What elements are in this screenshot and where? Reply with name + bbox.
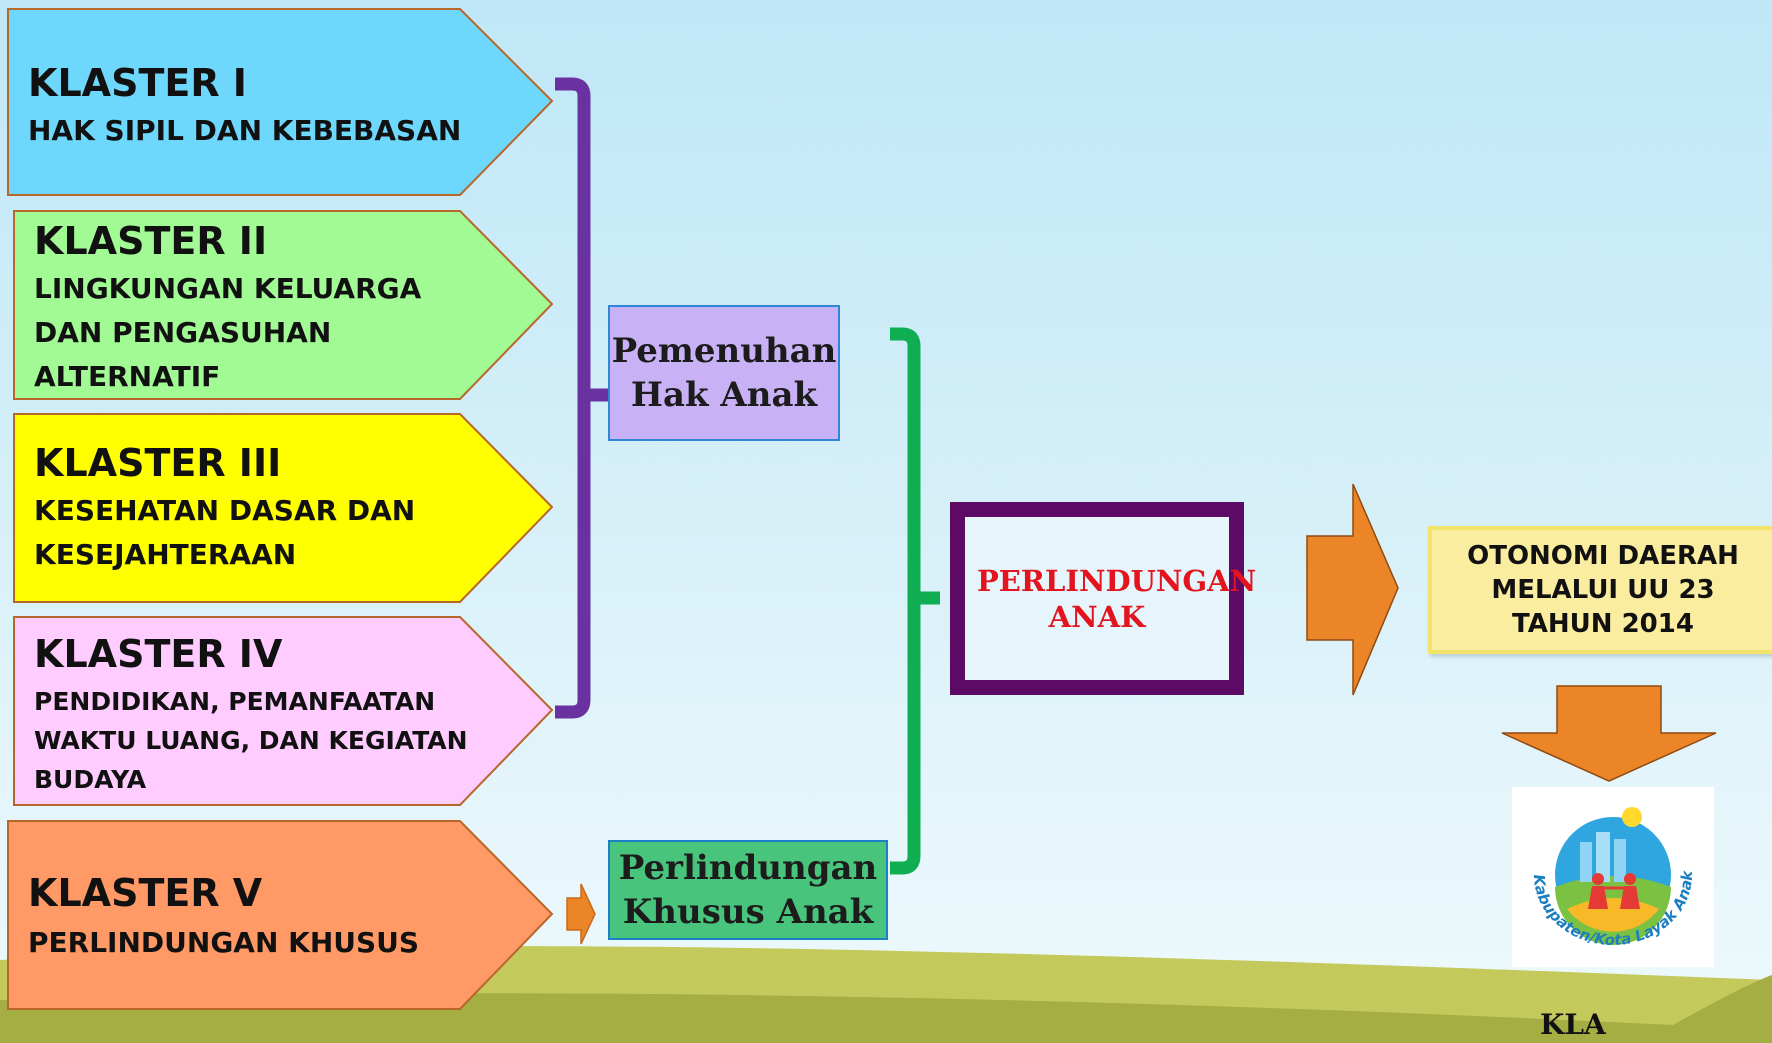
pentagon-shape <box>7 820 554 1010</box>
cluster-title: KLASTER IV <box>34 632 283 676</box>
cluster-title: KLASTER II <box>34 219 268 263</box>
cluster-2: KLASTER II LINGKUNGAN KELUARGA DAN PENGA… <box>0 210 560 400</box>
cluster-3: KLASTER III KESEHATAN DASAR DAN KESEJAHT… <box>0 413 560 603</box>
pemenuhan-hak-anak-box: Pemenuhan Hak Anak <box>608 305 840 441</box>
green-bracket <box>890 327 921 875</box>
right-arrow-icon <box>1306 483 1399 696</box>
small-arrow-icon <box>566 883 596 945</box>
cluster-subtitle: HAK SIPIL DAN KEBEBASAN <box>28 114 462 147</box>
pentagon-shape <box>13 210 554 400</box>
cluster-subtitle: LINGKUNGAN KELUARGA DAN PENGASUHAN ALTER… <box>34 272 422 393</box>
cluster-title: KLASTER III <box>34 441 282 485</box>
pentagon-shape <box>7 8 554 196</box>
perlindungan-khusus-anak-box: Perlindungan Khusus Anak <box>608 840 888 940</box>
pentagon-shape <box>13 616 554 806</box>
cluster-subtitle: PERLINDUNGAN KHUSUS <box>28 926 420 959</box>
cluster-title: KLASTER V <box>28 871 263 915</box>
cluster-subtitle: KESEHATAN DASAR DAN KESEJAHTERAAN <box>34 494 416 571</box>
otonomi-daerah-box: OTONOMI DAERAH MELALUI UU 23 TAHUN 2014 <box>1428 526 1772 654</box>
pemenuhan-hak-anak-label: Pemenuhan Hak Anak <box>611 331 837 415</box>
perlindungan-anak-label: PERLINDUNGAN ANAK <box>977 563 1257 634</box>
cluster-1: KLASTER I HAK SIPIL DAN KEBEBASAN <box>0 8 560 196</box>
otonomi-daerah-label: OTONOMI DAERAH MELALUI UU 23 TAHUN 2014 <box>1467 541 1739 639</box>
cluster-5: KLASTER V PERLINDUNGAN KHUSUS <box>0 820 560 1010</box>
cluster-subtitle: PENDIDIKAN, PEMANFAATAN WAKTU LUANG, DAN… <box>34 687 468 794</box>
cluster-4: KLASTER IV PENDIDIKAN, PEMANFAATAN WAKTU… <box>0 616 560 806</box>
perlindungan-anak-box: PERLINDUNGAN ANAK <box>950 502 1257 695</box>
purple-bracket <box>555 77 591 719</box>
pentagon-shape <box>13 413 554 603</box>
cluster-title: KLASTER I <box>28 61 247 105</box>
down-arrow-icon <box>1501 685 1717 782</box>
perlindungan-khusus-anak-label: Perlindungan Khusus Anak <box>618 848 878 932</box>
kabupaten-kota-layak-anak-logo: Kabupaten/Kota Layak Anak <box>1512 787 1714 967</box>
kla-label: KLA <box>1540 1008 1606 1041</box>
